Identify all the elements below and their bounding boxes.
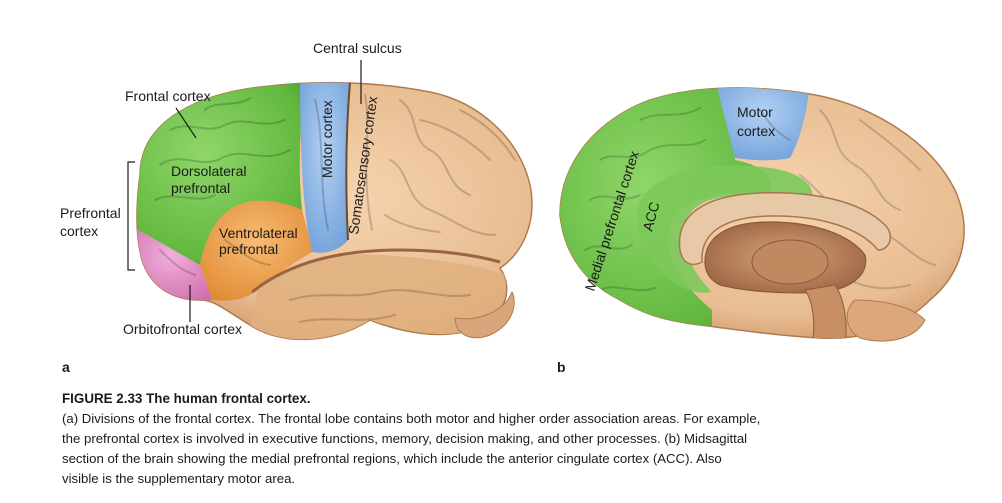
brain-lateral-view: Central sulcus Frontal cortex Prefrontal… xyxy=(60,40,533,375)
label-dorsolateral-line1: Dorsolateral xyxy=(171,163,246,179)
caption-title: FIGURE 2.33 The human frontal cortex. xyxy=(62,391,311,406)
label-central-sulcus: Central sulcus xyxy=(313,40,402,56)
label-motor-cortex-a: Motor cortex xyxy=(319,100,335,178)
thalamus-core xyxy=(751,239,829,285)
cerebellum-a xyxy=(454,290,515,339)
label-ventrolateral-line2: prefrontal xyxy=(219,241,278,257)
caption-body: (a) Divisions of the frontal cortex. The… xyxy=(62,411,761,486)
label-ventrolateral-line1: Ventrolateral xyxy=(219,225,298,241)
label-acc: ACC xyxy=(639,200,662,233)
figure-illustration: Central sulcus Frontal cortex Prefrontal… xyxy=(60,40,965,375)
label-motor-line2-b: cortex xyxy=(737,123,775,139)
leader-frontal-cortex xyxy=(175,107,197,139)
label-motor-line1-b: Motor xyxy=(737,104,773,120)
gyri-texture-b xyxy=(584,107,936,292)
frontal-cortex-region xyxy=(136,82,305,265)
lateral-fissure xyxy=(251,248,501,294)
figure-caption: FIGURE 2.33 The human frontal cortex. (a… xyxy=(62,389,762,489)
panel-letter-a: a xyxy=(62,359,70,375)
cerebellum-b xyxy=(846,299,926,342)
motor-cortex-region xyxy=(300,82,350,253)
label-prefrontal-line2: cortex xyxy=(60,223,98,239)
motor-cortex-region-b xyxy=(715,87,810,161)
temporal-lobe xyxy=(250,254,506,340)
brainstem xyxy=(804,284,847,339)
label-prefrontal-line1: Prefrontal xyxy=(60,205,121,221)
ventrolateral-prefrontal-region xyxy=(200,200,312,301)
central-sulcus-line xyxy=(345,82,351,241)
label-dorsolateral-line2: prefrontal xyxy=(171,180,230,196)
label-frontal-cortex: Frontal cortex xyxy=(125,88,211,104)
brain-medial-view: Motor cortex Medial prefrontal cortex AC… xyxy=(557,87,965,375)
prefrontal-bracket xyxy=(127,161,135,271)
label-orbitofrontal: Orbitofrontal cortex xyxy=(123,321,242,337)
gyri-texture-a xyxy=(154,94,516,323)
corpus-callosum xyxy=(678,191,892,266)
panel-letter-b: b xyxy=(557,359,566,375)
acc-region xyxy=(637,165,813,293)
